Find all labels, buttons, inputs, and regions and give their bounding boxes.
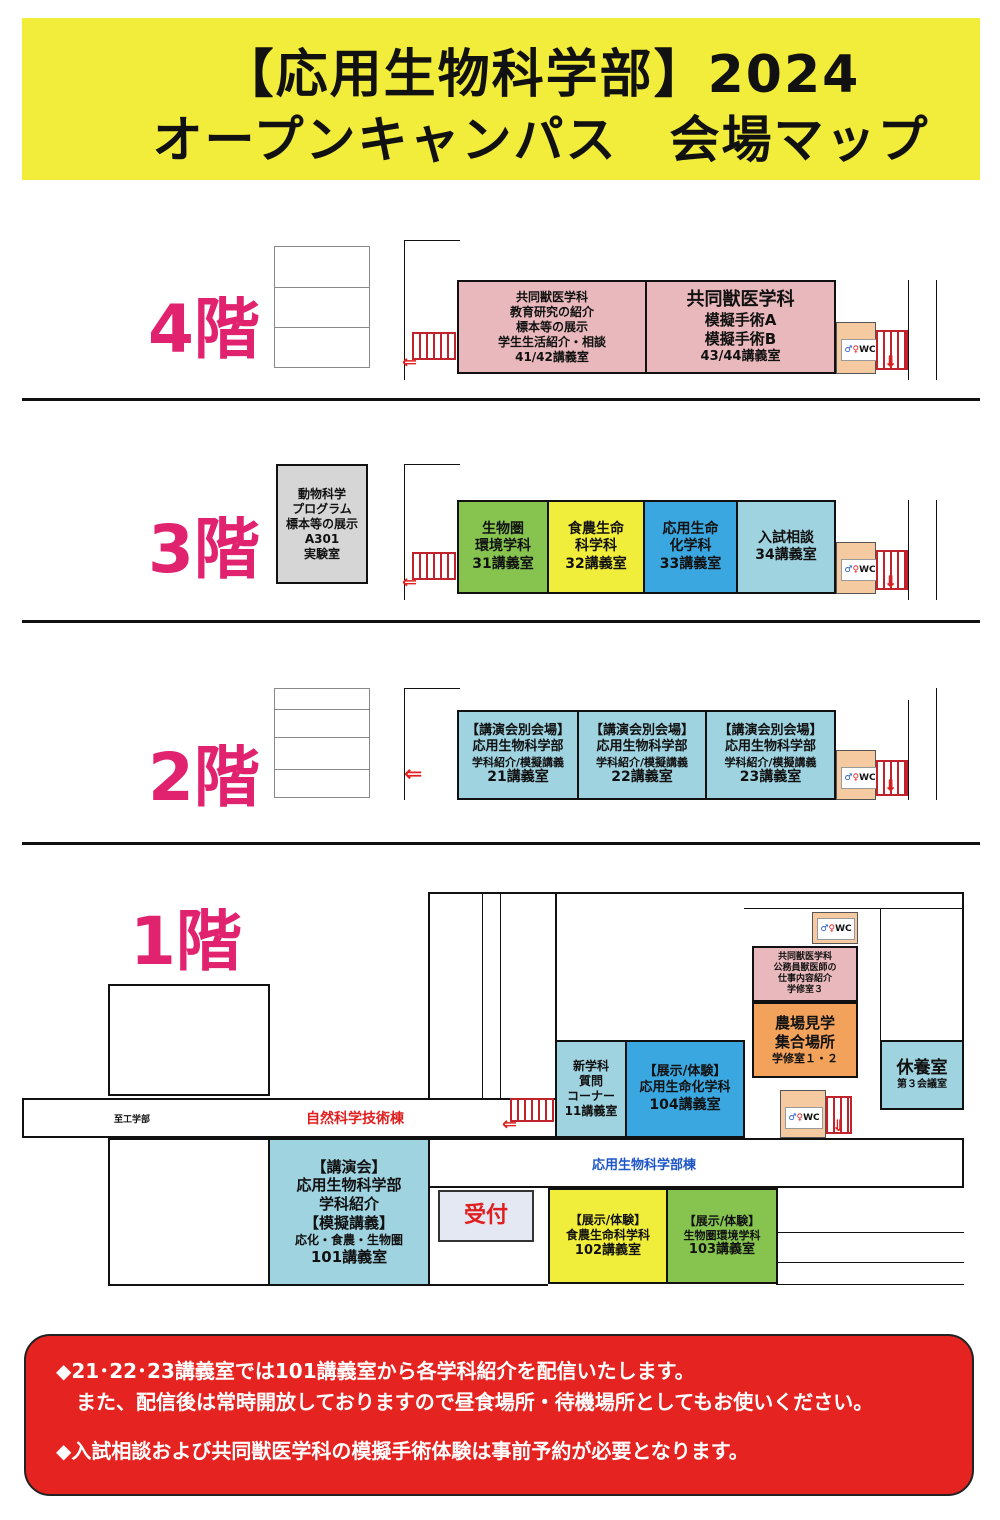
arrow-left-icon: ⇐ [404, 762, 423, 787]
staircase-right-2f [876, 760, 908, 796]
page-title: 【応用生物科学部】2024 [221, 45, 861, 105]
annex-building-lower [108, 1138, 270, 1286]
staircase-left-4f [412, 332, 456, 360]
restroom-1f: ♂♀WC [780, 1090, 826, 1138]
floor-divider [22, 620, 980, 623]
annex-outline-4f [274, 246, 370, 368]
label-appbio-building: 応用生物科学部棟 [592, 1158, 697, 1173]
staircase-1f-right [826, 1096, 852, 1134]
arrow-down-icon: ⇓ [884, 776, 898, 795]
floor-label-1f: 1階 [130, 903, 242, 980]
restroom-4f: ♂♀WC [836, 322, 879, 374]
room-farm-meeting[interactable]: 農場見学集合場所学修室１・２ [752, 1002, 858, 1078]
staircase-right-4f [876, 330, 908, 370]
room-rest[interactable]: 休養室第３会議室 [880, 1040, 964, 1110]
arrow-left-icon: ⇐ [402, 572, 418, 593]
floor-label-3f: 3階 [148, 511, 260, 588]
notice-box: ◆21･22･23講義室では101講義室から各学科紹介を配信いたします。 また、… [24, 1334, 974, 1496]
reception[interactable]: 受付 [438, 1190, 534, 1242]
annex-outline-2f [274, 688, 370, 798]
floor-divider [22, 398, 980, 401]
room-study-3[interactable]: 共同獣医学科公務員獣医師の仕事内容紹介学修室３ [752, 946, 858, 1002]
arrow-left-icon: ⇐ [502, 1114, 518, 1135]
staircase-left-3f [412, 552, 456, 580]
notice-line: ◆入試相談および共同獣医学科の模擬手術体験は事前予約が必要となります。 [56, 1439, 749, 1463]
restroom-3f: ♂♀WC [836, 542, 879, 594]
page-subtitle: オープンキャンパス 会場マップ [152, 111, 930, 169]
restroom-1f-top: ♂♀WC [812, 912, 858, 944]
label-natsci-building: 自然科学技術棟 [306, 1111, 404, 1127]
staircase-1f-left [510, 1098, 554, 1122]
arrow-down-icon: ⇓ [884, 352, 898, 371]
arrow-down-icon: ⇓ [884, 572, 898, 591]
notice-line: ◆21･22･23講義室では101講義室から各学科紹介を配信いたします。 [56, 1359, 695, 1383]
arrow-down-icon: ⇓ [832, 1116, 846, 1135]
staircase-right-3f [876, 550, 908, 590]
floor-label-4f: 4階 [148, 291, 260, 368]
restroom-2f: ♂♀WC [836, 750, 879, 800]
notice-line: また、配信後は常時開放しておりますので昼食場所・待機場所としてもお使いください。 [56, 1390, 874, 1414]
corridor-appbio [428, 1138, 964, 1188]
annex-building [108, 984, 270, 1096]
corridor-natsci [22, 1098, 558, 1138]
title-banner: 【応用生物科学部】2024 オープンキャンパス 会場マップ [22, 18, 980, 180]
label-to-engineering: 至工学部 [114, 1115, 151, 1125]
floor-divider [22, 842, 980, 845]
floor-label-2f: 2階 [148, 739, 260, 816]
arrow-left-icon: ⇐ [402, 352, 418, 373]
